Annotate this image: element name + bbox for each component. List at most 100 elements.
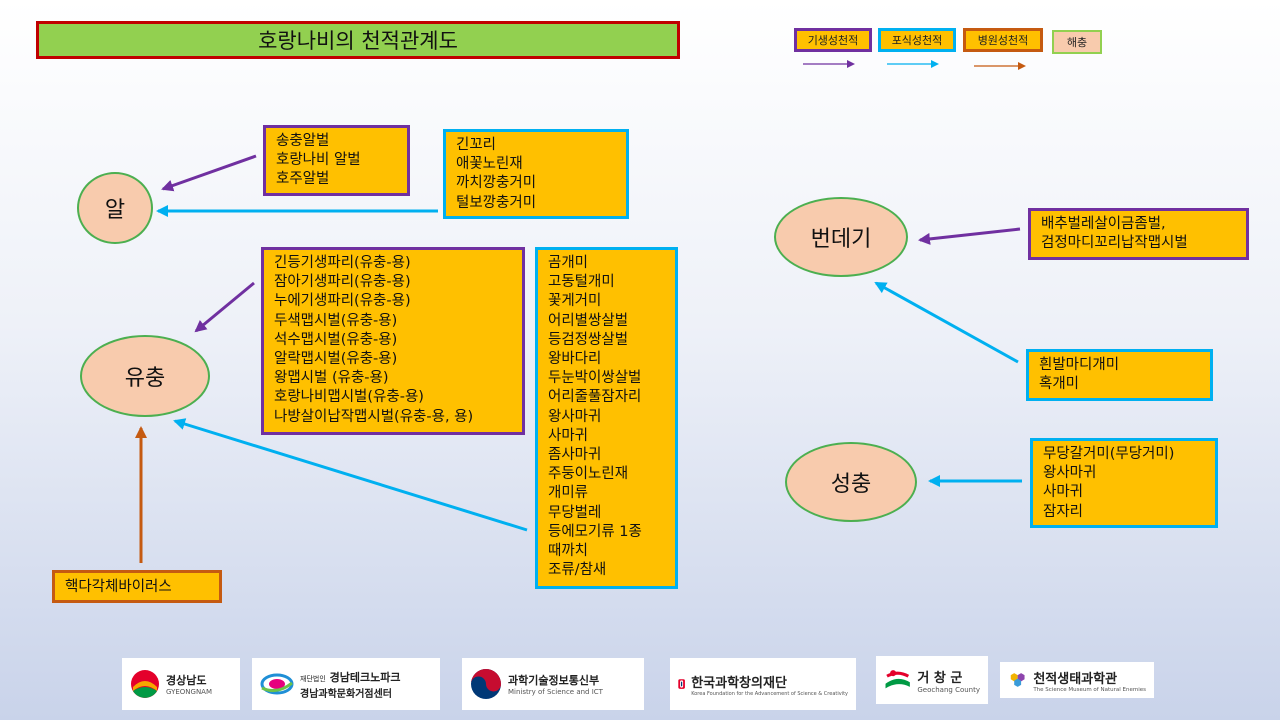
legend-pest-label: 해충 (1066, 36, 1088, 49)
kofac-emblem-icon (678, 679, 685, 689)
larva-predator-item: 고동털개미 (548, 274, 615, 291)
adult-predator-item: 사마귀 (1043, 484, 1084, 501)
legend-pest: 해충 (1052, 30, 1102, 54)
adult-predator-item: 왕사마귀 (1043, 465, 1097, 482)
larva-predator-item: 등검정쌍살벌 (548, 331, 629, 348)
egg-predator-item: 까치깡충거미 (456, 175, 537, 192)
logo-msit: 과학기술정보통신부 Ministry of Science and ICT (462, 658, 644, 710)
technopark-badge: 재단법인 (300, 674, 326, 683)
logo-technopark: 재단법인 경남테크노파크 경남과학문화거점센터 (252, 658, 440, 710)
stage-larva: 유충 (80, 335, 210, 417)
technopark-ko: 재단법인 경남테크노파크 (300, 669, 400, 685)
pupa-predator-box: 흰발마디개미 혹개미 (1026, 349, 1213, 401)
stage-adult: 성충 (785, 442, 917, 522)
larva-predator-item: 어리별쌍살벌 (548, 312, 629, 329)
pupa-predator-item: 혹개미 (1039, 376, 1080, 393)
egg-parasitoid-item: 호주알벌 (276, 171, 330, 188)
legend-predator: 포식성천적 (878, 28, 956, 52)
museum-text: 천적생태과학관 The Science Museum of Natural En… (1033, 668, 1146, 693)
pupa-predator-item: 흰발마디개미 (1039, 357, 1120, 373)
larva-parasitoid-item: 나방살이납작맵시벌(유충-용, 용) (274, 408, 474, 425)
larva-pathogen-box: 핵다각체바이러스 (52, 570, 222, 603)
taegeuk-icon (471, 669, 501, 699)
egg-predator-item: 털보깡충거미 (456, 194, 537, 211)
larva-predator-item: 무당벌레 (548, 504, 602, 521)
legend-predator-label: 포식성천적 (891, 34, 943, 47)
msit-text: 과학기술정보통신부 Ministry of Science and ICT (508, 672, 603, 696)
larva-predator-item: 왕사마귀 (548, 408, 602, 425)
geochang-ko: 거 창 군 (917, 670, 963, 686)
egg-predator-box: 긴꼬리 애꽃노린재 까치깡충거미 털보깡충거미 (443, 129, 629, 219)
geochang-text: 거 창 군 Geochang County (917, 667, 980, 694)
larva-predator-item: 조류/참새 (548, 562, 607, 579)
larva-predator-item: 두눈박이쌍살벌 (548, 370, 642, 387)
arrow-larva-parasitoid (194, 281, 255, 333)
pupa-parasitoid-item: 배추벌레살이금좀벌, (1041, 216, 1166, 232)
larva-parasitoid-item: 두색맵시벌(유충-용) (274, 312, 398, 329)
museum-ko: 천적생태과학관 (1033, 671, 1118, 687)
technopark-swoosh-icon (260, 673, 294, 695)
larva-parasitoid-item: 호랑나비맵시벌(유충-용) (274, 389, 424, 406)
adult-predator-item: 잠자리 (1043, 503, 1084, 520)
hexagon-cluster-icon (1010, 673, 1025, 687)
logo-kofac: 한국과학창의재단 Korea Foundation for the Advanc… (670, 658, 856, 710)
kofac-ko: 한국과학창의재단 (691, 675, 787, 691)
stage-egg-label: 알 (104, 198, 126, 223)
legend-pathogen-label: 병원성천적 (977, 34, 1029, 47)
larva-predator-item: 등에모기류 1종 (548, 523, 642, 540)
adult-predator-item: 무당갈거미(무당거미) (1043, 446, 1175, 462)
msit-ko: 과학기술정보통신부 (508, 674, 600, 687)
legend-parasitoid-label: 기생성천적 (807, 34, 859, 47)
gyeongnam-en: GYEONGNAM (166, 688, 213, 696)
egg-predator-item: 긴꼬리 (456, 137, 497, 153)
stage-larva-label: 유충 (124, 366, 166, 391)
geochang-emblem-icon (885, 670, 910, 689)
kofac-text: 한국과학창의재단 Korea Foundation for the Advanc… (691, 672, 848, 697)
technopark-ko-main: 경남테크노파크 (329, 670, 401, 684)
larva-predator-item: 개미류 (548, 485, 589, 502)
stage-pupa-label: 번데기 (810, 227, 872, 252)
larva-predator-item: 주둥이노린재 (548, 466, 629, 483)
larva-parasitoid-item: 잠아기생파리(유충-용) (274, 274, 411, 291)
logo-museum: 천적생태과학관 The Science Museum of Natural En… (1000, 662, 1154, 698)
page-title-text: 호랑나비의 천적관계도 (258, 29, 458, 53)
geochang-en: Geochang County (917, 685, 980, 694)
larva-predator-item: 곰개미 (548, 255, 589, 271)
larva-parasitoid-item: 왕맵시벌 (유충-용) (274, 370, 389, 387)
gyeongnam-emblem-icon (131, 670, 159, 698)
egg-predator-item: 애꽃노린재 (456, 156, 523, 173)
larva-predator-item: 왕바다리 (548, 351, 602, 368)
egg-parasitoid-item: 송충알벌 (276, 133, 330, 149)
gyeongnam-text: 경상남도 GYEONGNAM (166, 672, 212, 696)
arrow-larva-predator (173, 418, 528, 532)
larva-predator-item: 때까치 (548, 543, 589, 560)
larva-predator-item: 사마귀 (548, 427, 589, 444)
museum-en: The Science Museum of Natural Enemies (1033, 686, 1146, 693)
larva-parasitoid-box: 긴등기생파리(유충-용) 잠아기생파리(유충-용) 누에기생파리(유충-용) 두… (261, 247, 525, 435)
larva-predator-item: 꽃게거미 (548, 293, 602, 310)
arrow-pupa-parasitoid (918, 227, 1021, 245)
arrow-egg-parasitoid (161, 154, 257, 192)
page-title: 호랑나비의 천적관계도 (36, 21, 680, 59)
logo-geochang: 거 창 군 Geochang County (876, 656, 988, 704)
legend-pathogen: 병원성천적 (963, 28, 1043, 52)
larva-predator-item: 좀사마귀 (548, 447, 602, 464)
larva-parasitoid-item: 석수맵시벌(유충-용) (274, 331, 398, 348)
larva-parasitoid-item: 누에기생파리(유충-용) (274, 293, 411, 310)
larva-pathogen-item: 핵다각체바이러스 (65, 579, 172, 595)
kofac-en: Korea Foundation for the Advancement of … (691, 690, 848, 697)
larva-parasitoid-item: 알락맵시벌(유충-용) (274, 351, 398, 368)
legend-parasitoid: 기생성천적 (794, 28, 872, 52)
pupa-parasitoid-box: 배추벌레살이금좀벌, 검정마디꼬리납작맵시벌 (1028, 208, 1249, 260)
logo-gyeongnam: 경상남도 GYEONGNAM (122, 658, 240, 710)
arrow-pupa-predator (874, 281, 1019, 364)
msit-en: Ministry of Science and ICT (508, 688, 603, 696)
larva-predator-box: 곰개미 고동털개미 꽃게거미 어리별쌍살벌 등검정쌍살벌 왕바다리 두눈박이쌍살… (535, 247, 678, 589)
adult-predator-box: 무당갈거미(무당거미) 왕사마귀 사마귀 잠자리 (1030, 438, 1218, 528)
larva-parasitoid-item: 긴등기생파리(유충-용) (274, 255, 411, 271)
stage-pupa: 번데기 (774, 197, 908, 277)
egg-parasitoid-box: 송충알벌 호랑나비 알벌 호주알벌 (263, 125, 410, 196)
egg-parasitoid-item: 호랑나비 알벌 (276, 152, 361, 169)
technopark-text: 재단법인 경남테크노파크 경남과학문화거점센터 (300, 669, 400, 700)
